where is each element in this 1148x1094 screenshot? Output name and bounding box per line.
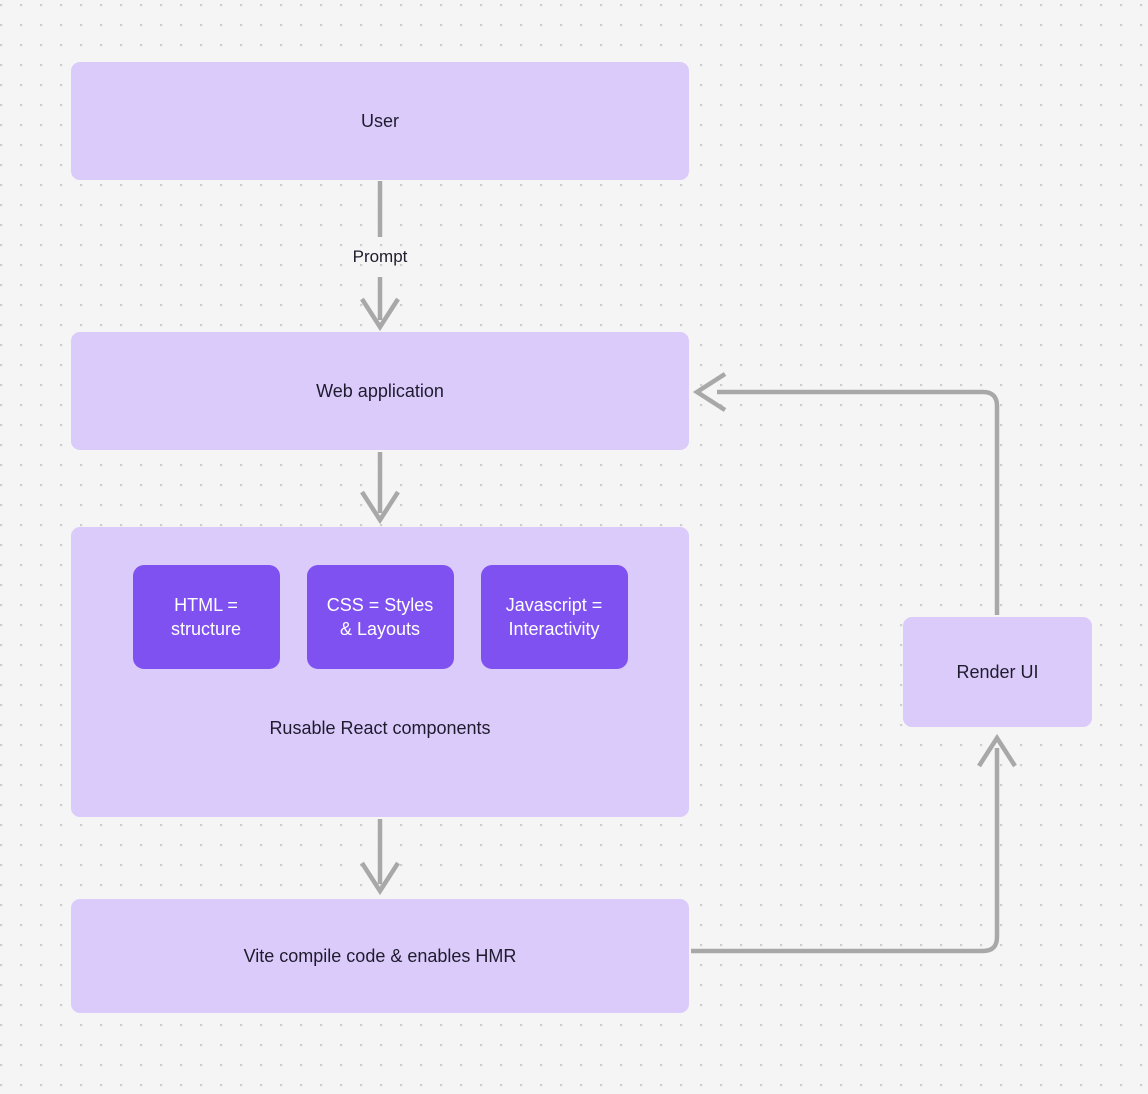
edge-components-to-vite bbox=[360, 819, 400, 896]
edge-vite-to-render bbox=[691, 733, 1017, 954]
node-web-application-label: Web application bbox=[316, 380, 444, 401]
node-user-label: User bbox=[360, 110, 399, 131]
edge-label-prompt: Prompt bbox=[352, 247, 408, 266]
node-vite-compile-label: Vite compile code & enables HMR bbox=[243, 945, 517, 966]
edge-render-to-webapp bbox=[692, 372, 1000, 615]
node-render-ui[interactable]: Render UI bbox=[903, 617, 1092, 727]
node-user[interactable]: User bbox=[71, 62, 689, 180]
node-vite-compile[interactable]: Vite compile code & enables HMR bbox=[71, 899, 689, 1013]
node-web-application[interactable]: Web application bbox=[71, 332, 689, 450]
node-render-ui-label: Render UI bbox=[956, 661, 1039, 682]
chip-html[interactable]: HTML = structure bbox=[132, 565, 280, 669]
chip-html-label: HTML = structure bbox=[170, 594, 242, 639]
node-reusable-react-components-label: Rusable React components bbox=[269, 718, 491, 738]
chip-css-label: CSS = Styles & Layouts bbox=[326, 594, 434, 639]
chip-css[interactable]: CSS = Styles & Layouts bbox=[306, 565, 454, 669]
edge-webapp-to-components bbox=[360, 452, 400, 525]
node-reusable-react-components[interactable]: HTML = structure CSS = Styles & Layouts … bbox=[71, 527, 689, 817]
chip-javascript[interactable]: Javascript = Interactivity bbox=[480, 565, 628, 669]
chip-row: HTML = structure CSS = Styles & Layouts … bbox=[71, 565, 689, 669]
chip-javascript-label: Javascript = Interactivity bbox=[505, 594, 603, 639]
